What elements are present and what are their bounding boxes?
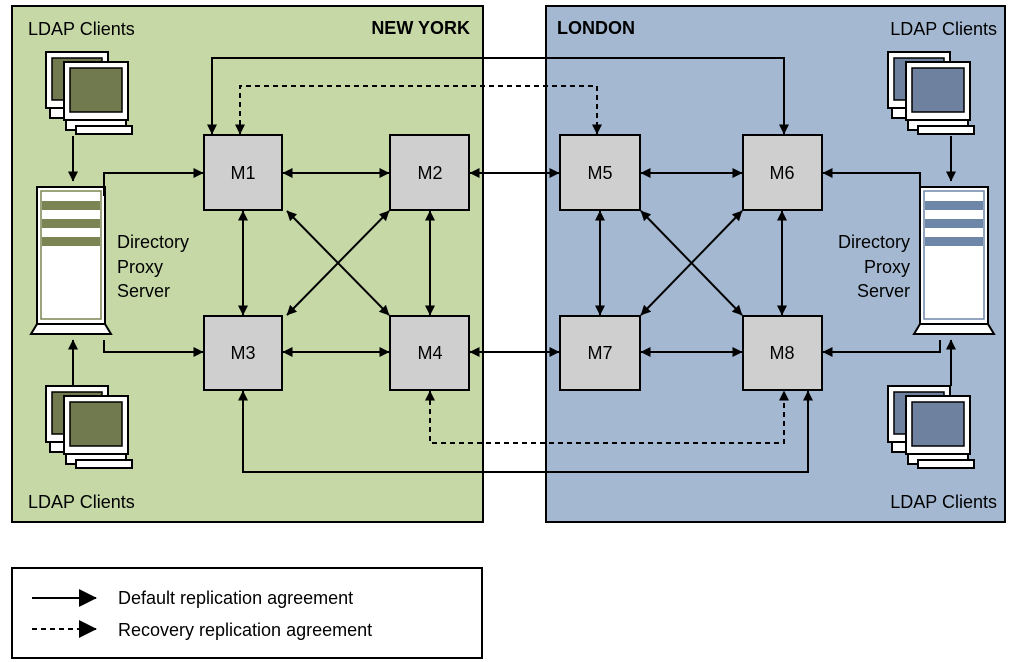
m7-label: M7 xyxy=(587,343,612,363)
ld-proxy-to-m8-arrow xyxy=(822,340,941,357)
ny-top-clients-label: LDAP Clients xyxy=(28,19,135,39)
legend: Default replication agreement Recovery r… xyxy=(11,567,483,659)
m7-node xyxy=(559,315,641,391)
ny-bottom-client-computer-icon xyxy=(45,385,133,469)
ld-proxy-server-icon xyxy=(912,186,996,335)
m6-label: M6 xyxy=(769,163,794,183)
new-york-label: NEW YORK xyxy=(371,18,470,38)
ny-proxy-label-line1: Directory xyxy=(117,232,189,252)
ny-proxy-label-line3: Server xyxy=(117,281,170,301)
m4-label: M4 xyxy=(417,343,442,363)
m3-m8-arrow xyxy=(238,390,813,473)
ld-proxy-label-line3: Server xyxy=(857,281,910,301)
m6-node xyxy=(742,134,823,211)
ny-bottom-clients-label: LDAP Clients xyxy=(28,492,135,512)
m1-node xyxy=(203,134,283,211)
ld-proxy-to-m6-arrow xyxy=(822,168,921,196)
legend-box xyxy=(11,567,483,659)
ny-proxy-server-icon xyxy=(29,186,113,335)
m3-node xyxy=(203,315,283,391)
ld-top-client-computer-icon xyxy=(887,51,975,135)
m5-label: M5 xyxy=(587,163,612,183)
ny-proxy-to-m1-arrow xyxy=(103,168,204,196)
m2-node xyxy=(389,134,470,211)
recovery-replication-connectors xyxy=(235,85,789,444)
master-servers: M1 M2 M3 M4 M5 M6 M7 M8 xyxy=(203,134,823,391)
m4-m8-recovery-arrow xyxy=(425,390,789,444)
ny-top-client-computer-icon xyxy=(45,51,133,135)
legend-default-label: Default replication agreement xyxy=(118,588,353,608)
ld-proxy-label-line1: Directory xyxy=(838,232,910,252)
m6-m7-arrow xyxy=(640,210,743,316)
m1-m6-arrow xyxy=(207,57,789,135)
ld-proxy-label-line2: Proxy xyxy=(864,257,910,277)
ny-proxy-label-line2: Proxy xyxy=(117,257,163,277)
ld-top-clients-label: LDAP Clients xyxy=(890,19,997,39)
ld-bottom-client-computer-icon xyxy=(887,385,975,469)
legend-recovery-label: Recovery replication agreement xyxy=(118,620,372,640)
london-label: LONDON xyxy=(557,18,635,38)
m1-m5-recovery-arrow xyxy=(235,85,602,135)
m8-label: M8 xyxy=(769,343,794,363)
default-replication-connectors xyxy=(68,57,956,473)
m2-m3-arrow xyxy=(286,210,390,316)
m8-node xyxy=(742,315,823,391)
m5-node xyxy=(559,134,641,211)
m2-label: M2 xyxy=(417,163,442,183)
ny-proxy-to-m3-arrow xyxy=(103,340,204,357)
m1-label: M1 xyxy=(230,163,255,183)
ld-bottom-clients-label: LDAP Clients xyxy=(890,492,997,512)
m4-node xyxy=(389,315,470,391)
m3-label: M3 xyxy=(230,343,255,363)
